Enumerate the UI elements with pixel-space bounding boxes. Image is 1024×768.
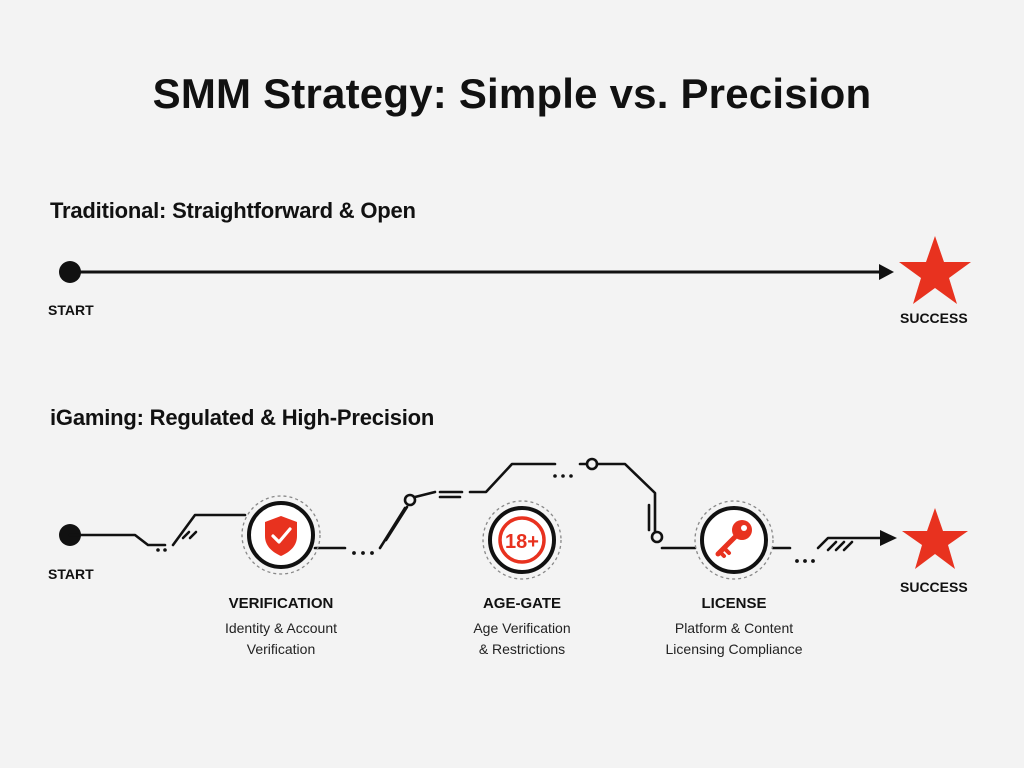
path-dot [163, 548, 167, 552]
path-dot [803, 559, 807, 563]
path-segment-1 [68, 533, 167, 547]
traditional-heading: Traditional: Straightforward & Open [50, 198, 416, 223]
verification-desc-line1: Identity & Account [224, 620, 338, 636]
verification-node [241, 495, 321, 575]
path-double-line [384, 505, 409, 542]
igaming-success-label: SUCCESS [900, 579, 968, 595]
age-gate-title: AGE-GATE [482, 595, 562, 612]
license-desc-line1: Platform & Content [674, 620, 794, 636]
path-segment-8 [595, 462, 657, 534]
path-hash-4 [834, 540, 846, 552]
page-title: SMM Strategy: Simple vs. Precision [152, 70, 872, 117]
path-hash-1 [181, 530, 191, 540]
age-gate-desc-line1: Age Verification [473, 620, 571, 636]
path-segment-11 [816, 536, 882, 550]
path-dot [811, 559, 815, 563]
age-gate-desc-line2: & Restrictions [478, 641, 566, 657]
path-dot [795, 559, 799, 563]
path-segment-2 [171, 513, 247, 547]
license-title: LICENSE [701, 595, 767, 612]
igaming-arrowhead [880, 530, 897, 546]
age-badge-text: 18+ [505, 531, 539, 553]
shield-check-icon [265, 516, 297, 556]
verification-outer-ring [241, 495, 321, 575]
path-hash-3 [826, 540, 838, 552]
path-dot [361, 551, 365, 555]
path-dot [553, 474, 557, 478]
path-dot [569, 474, 573, 478]
traditional-arrowhead [879, 264, 894, 280]
path-hash-2 [188, 530, 198, 540]
path-node [403, 493, 417, 507]
path-dot [370, 551, 374, 555]
age-gate-node: 18+ [482, 500, 562, 580]
key-icon [715, 520, 752, 558]
license-outer-ring [694, 500, 774, 580]
igaming-success-star-icon [902, 508, 968, 569]
path-dot [352, 551, 356, 555]
traditional-success-star-icon [899, 236, 971, 304]
age-gate-outer-ring [482, 500, 562, 580]
path-hash-5 [842, 540, 854, 552]
license-node [694, 500, 774, 580]
path-dot [156, 548, 160, 552]
traditional-path [59, 236, 971, 304]
path-dot [561, 474, 565, 478]
age-18-plus-icon [498, 516, 546, 564]
verification-title: VERIFICATION [228, 595, 334, 612]
path-node [585, 457, 599, 471]
path-segment-5 [413, 490, 437, 499]
igaming-path [59, 457, 897, 563]
traditional-success-label: SUCCESS [900, 310, 968, 326]
traditional-start-label: START [48, 302, 94, 318]
license-desc-line2: Licensing Compliance [665, 641, 803, 657]
verification-desc-line2: Verification [246, 641, 316, 657]
igaming-heading: iGaming: Regulated & High-Precision [50, 405, 435, 430]
path-node [650, 530, 664, 544]
path-segment-6 [468, 462, 557, 494]
igaming-start-label: START [48, 566, 94, 582]
